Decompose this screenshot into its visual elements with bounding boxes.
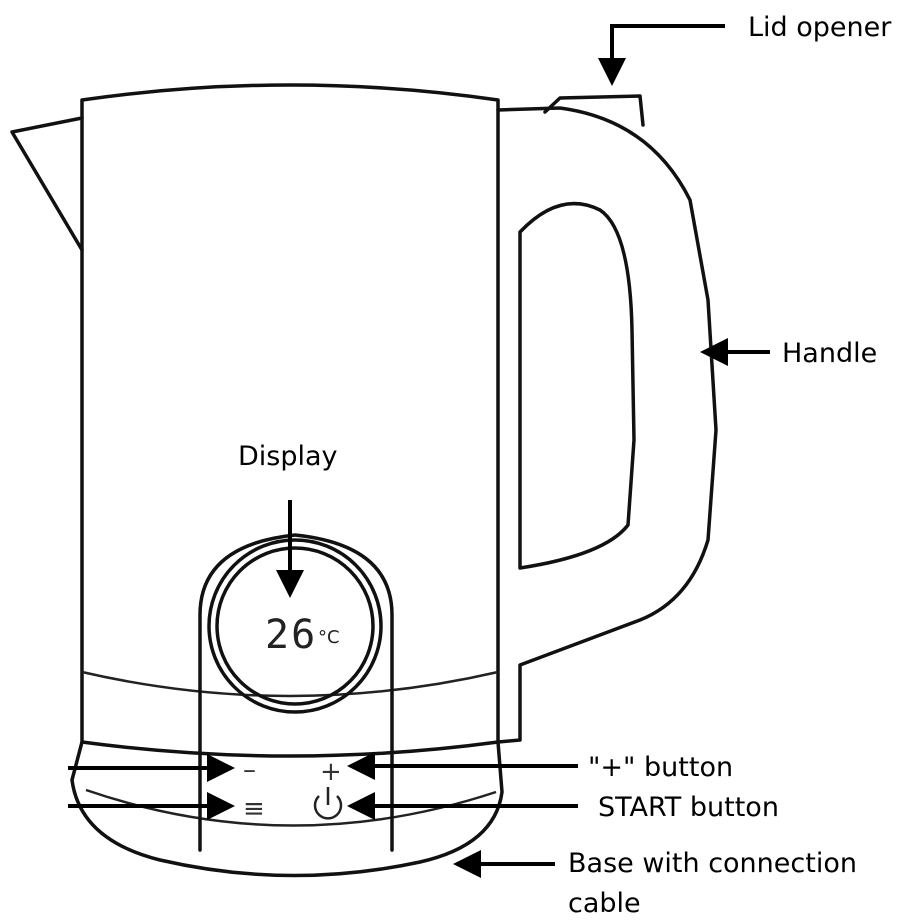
display-outer-ring bbox=[207, 538, 383, 714]
plus-button-arrow bbox=[347, 752, 578, 780]
kettle-handle bbox=[496, 106, 718, 744]
display-inner-ring bbox=[215, 546, 375, 706]
display-label: Display bbox=[238, 441, 338, 472]
menu-button-arrow bbox=[68, 792, 235, 820]
display-temperature: 26 bbox=[265, 612, 317, 658]
start-button-label: START button bbox=[598, 792, 779, 823]
minus-button-arrow bbox=[68, 754, 235, 782]
display-arrow bbox=[276, 500, 304, 598]
base-label-line1: Base with connection bbox=[568, 848, 857, 879]
lid-opener-arrow bbox=[598, 24, 725, 86]
kettle-spout bbox=[10, 116, 84, 252]
start-button-arrow bbox=[347, 792, 578, 820]
base-label-line2: cable bbox=[568, 888, 641, 919]
lid-opener-label: Lid opener bbox=[748, 12, 892, 43]
plus-button-label: "+" button bbox=[588, 752, 733, 783]
handle-grip-opening bbox=[518, 201, 636, 570]
minus-button[interactable]: – bbox=[243, 755, 256, 785]
power-icon[interactable] bbox=[313, 787, 343, 820]
kettle-base bbox=[70, 740, 504, 878]
base-arrow bbox=[453, 850, 555, 878]
menu-button[interactable]: ≡ bbox=[243, 794, 265, 824]
lid-opener bbox=[543, 94, 645, 127]
handle-arrow bbox=[700, 338, 770, 366]
handle-label: Handle bbox=[782, 338, 877, 369]
display-unit: °C bbox=[318, 627, 340, 648]
body-band-line bbox=[81, 670, 499, 698]
plus-button[interactable]: + bbox=[320, 757, 342, 787]
control-panel bbox=[198, 533, 394, 852]
